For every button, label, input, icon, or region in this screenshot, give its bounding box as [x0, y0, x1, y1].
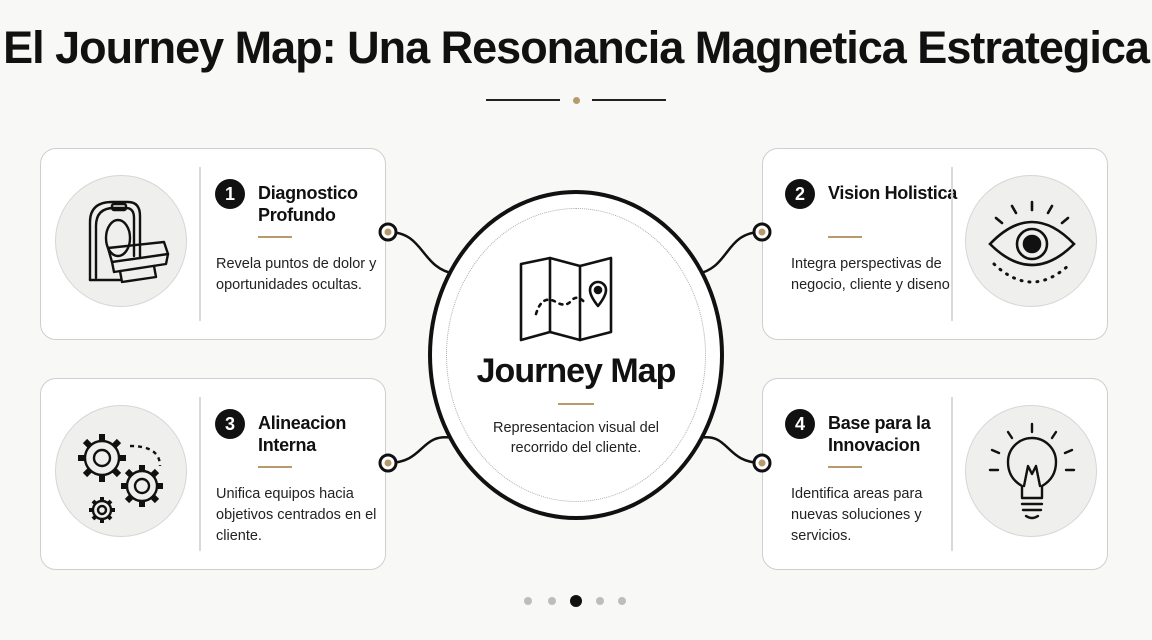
step-badge-4: 4 — [785, 409, 815, 439]
page-title: El Journey Map: Una Resonancia Magnetica… — [3, 22, 1150, 73]
card-title: Base para la Innovacion — [828, 413, 931, 455]
card-alineacion: 3 Alineacion Interna Unifica equipos hac… — [40, 378, 386, 570]
card-title: Vision Holistica — [828, 183, 957, 203]
card-innovacion: 4 Base para la Innovacion Identifica are… — [762, 378, 1108, 570]
center-dotted-ring — [446, 208, 706, 502]
pagination-dot-1[interactable] — [524, 597, 532, 605]
card-accent-line — [258, 236, 292, 238]
pagination-dot-3[interactable] — [570, 595, 582, 607]
eye-icon — [965, 175, 1097, 307]
center-accent-line — [558, 403, 594, 405]
folded-map-with-pin-icon — [519, 256, 613, 342]
center-title: Journey Map — [476, 352, 677, 390]
card-title: Diagnostico Profundo — [258, 183, 358, 225]
center-description: Representacion visual del recorrido del … — [492, 420, 660, 456]
divider-dot — [573, 97, 580, 104]
card-description: Unifica equipos hacia objetivos centrado… — [216, 486, 377, 544]
gears-icon — [55, 405, 187, 537]
card-description: Integra perspectivas de negocio, cliente… — [791, 256, 954, 293]
pagination-dot-4[interactable] — [596, 597, 604, 605]
pagination-dot-5[interactable] — [618, 597, 626, 605]
lightbulb-icon — [965, 405, 1097, 537]
card-accent-line — [258, 466, 292, 468]
card-accent-line — [828, 236, 862, 238]
title-divider — [486, 97, 666, 104]
card-accent-line — [828, 466, 862, 468]
step-badge-1: 1 — [215, 179, 245, 209]
card-description: Identifica areas para nuevas soluciones … — [791, 486, 923, 544]
card-diagnostico: 1 Diagnostico Profundo Revela puntos de … — [40, 148, 386, 340]
step-badge-3: 3 — [215, 409, 245, 439]
pagination-dot-2[interactable] — [548, 597, 556, 605]
mri-scanner-icon — [55, 175, 187, 307]
card-vision: 2 Vision Holistica Integra perspectivas … — [762, 148, 1108, 340]
card-title: Alineacion Interna — [258, 413, 347, 455]
card-description: Revela puntos de dolor y oportunidades o… — [216, 256, 377, 293]
step-badge-2: 2 — [785, 179, 815, 209]
